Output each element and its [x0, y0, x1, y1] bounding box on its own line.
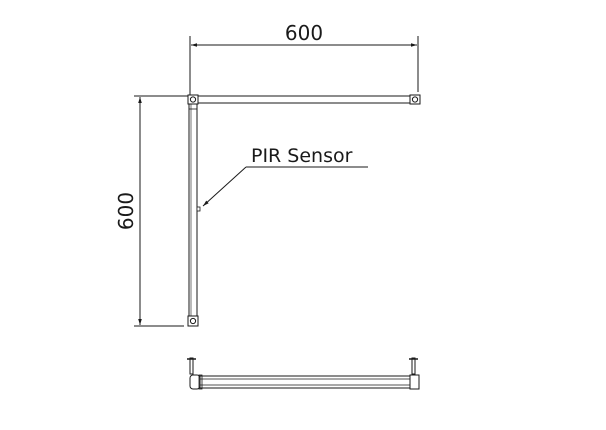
- end-connector-right-icon: [409, 94, 421, 105]
- pir-sensor-icon: [196, 206, 201, 212]
- horizontal-dimension: 600: [189, 21, 419, 96]
- pin-left: [189, 357, 194, 375]
- pin-right: [411, 357, 416, 375]
- dimension-text-vertical: 600: [114, 192, 138, 230]
- vertical-dimension: 600: [114, 95, 189, 327]
- corner-connector-icon: [187, 94, 199, 110]
- side-bar: [199, 375, 411, 389]
- dimension-text-horizontal: 600: [285, 21, 323, 45]
- side-view: [187, 357, 420, 390]
- top-view: [187, 94, 421, 327]
- horizontal-bar: [197, 95, 411, 104]
- vertical-bar: [188, 103, 198, 317]
- callout-label: PIR Sensor: [251, 145, 353, 167]
- pir-sensor-callout: PIR Sensor: [202, 145, 368, 207]
- end-cap-right: [409, 374, 420, 390]
- end-cap-left: [189, 374, 201, 390]
- leader-line: [202, 166, 247, 207]
- end-connector-bottom-icon: [187, 315, 199, 327]
